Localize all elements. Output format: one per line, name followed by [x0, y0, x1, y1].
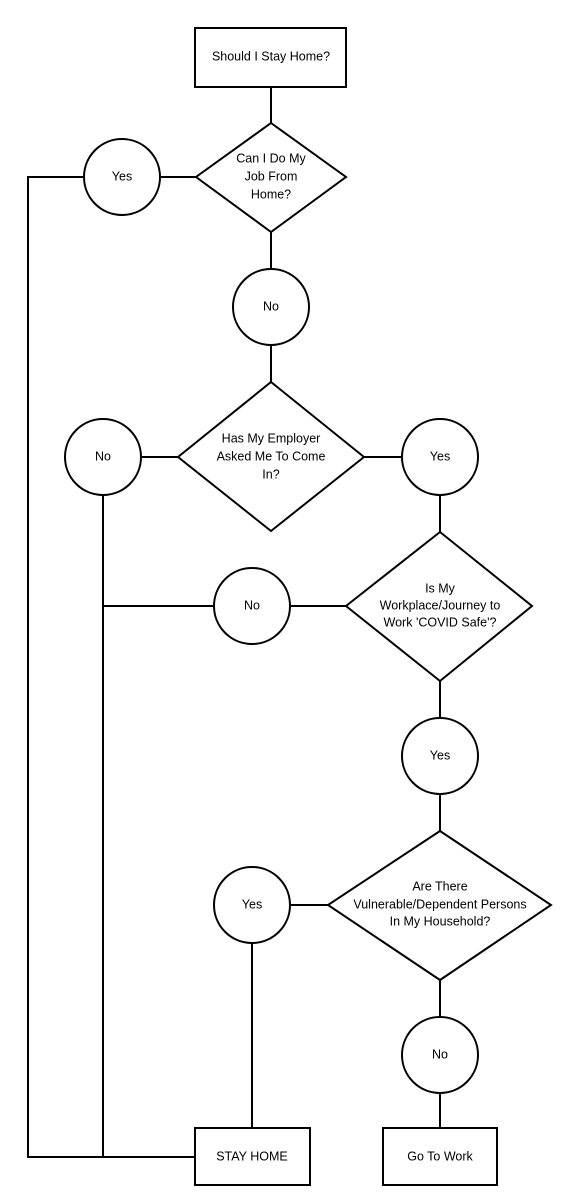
- outcome-label: STAY HOME: [216, 1149, 288, 1163]
- answer-yes-work-from-home: Yes: [83, 138, 161, 216]
- decision-label-line: Home?: [251, 187, 291, 201]
- decision-work-from-home: Can I Do My Job From Home?: [194, 121, 348, 234]
- start-box: Should I Stay Home?: [194, 27, 347, 88]
- answer-label: Yes: [430, 449, 450, 463]
- decision-label-line: Work 'COVID Safe'?: [384, 615, 497, 629]
- answer-no-covid-safe: No: [213, 567, 291, 645]
- decision-employer-asked: Has My Employer Asked Me To Come In?: [176, 380, 366, 533]
- decision-label-line: Are There: [412, 879, 467, 893]
- answer-no-vulnerable-persons: No: [401, 1016, 479, 1094]
- connectors: [27, 87, 441, 1158]
- answer-label: Yes: [112, 169, 132, 183]
- answer-label: No: [95, 449, 111, 463]
- decision-label-line: Has My Employer: [222, 431, 321, 445]
- decision-label-line: Can I Do My: [236, 151, 306, 165]
- decision-label-line: Job From: [245, 169, 298, 183]
- outcome-go-to-work: Go To Work: [382, 1127, 498, 1186]
- answer-yes-covid-safe: Yes: [401, 717, 479, 795]
- answer-label: No: [432, 1047, 448, 1061]
- decision-label-line: Vulnerable/Dependent Persons: [353, 897, 526, 911]
- answer-label: No: [244, 598, 260, 612]
- decision-label-line: Workplace/Journey to: [380, 598, 501, 612]
- answer-label: Yes: [430, 748, 450, 762]
- decision-label-line: Is My: [425, 581, 456, 595]
- answer-label: No: [263, 299, 279, 313]
- decision-covid-safe: Is My Workplace/Journey to Work 'COVID S…: [344, 530, 534, 683]
- edge-yes-to-stay-home-left: [27, 176, 195, 1158]
- decision-label-line: In?: [262, 467, 279, 481]
- start-box-label: Should I Stay Home?: [212, 49, 330, 63]
- outcome-label: Go To Work: [407, 1149, 473, 1163]
- outcome-stay-home: STAY HOME: [194, 1127, 311, 1186]
- decision-vulnerable-persons: Are There Vulnerable/Dependent Persons I…: [326, 829, 553, 982]
- answer-label: Yes: [242, 897, 262, 911]
- answer-no-work-from-home: No: [232, 268, 310, 346]
- answer-no-employer-asked: No: [64, 418, 142, 496]
- answer-yes-vulnerable-persons: Yes: [213, 866, 291, 944]
- decision-label-line: Asked Me To Come: [217, 449, 326, 463]
- answer-yes-employer-asked: Yes: [401, 418, 479, 496]
- decision-label-line: In My Household?: [390, 914, 491, 928]
